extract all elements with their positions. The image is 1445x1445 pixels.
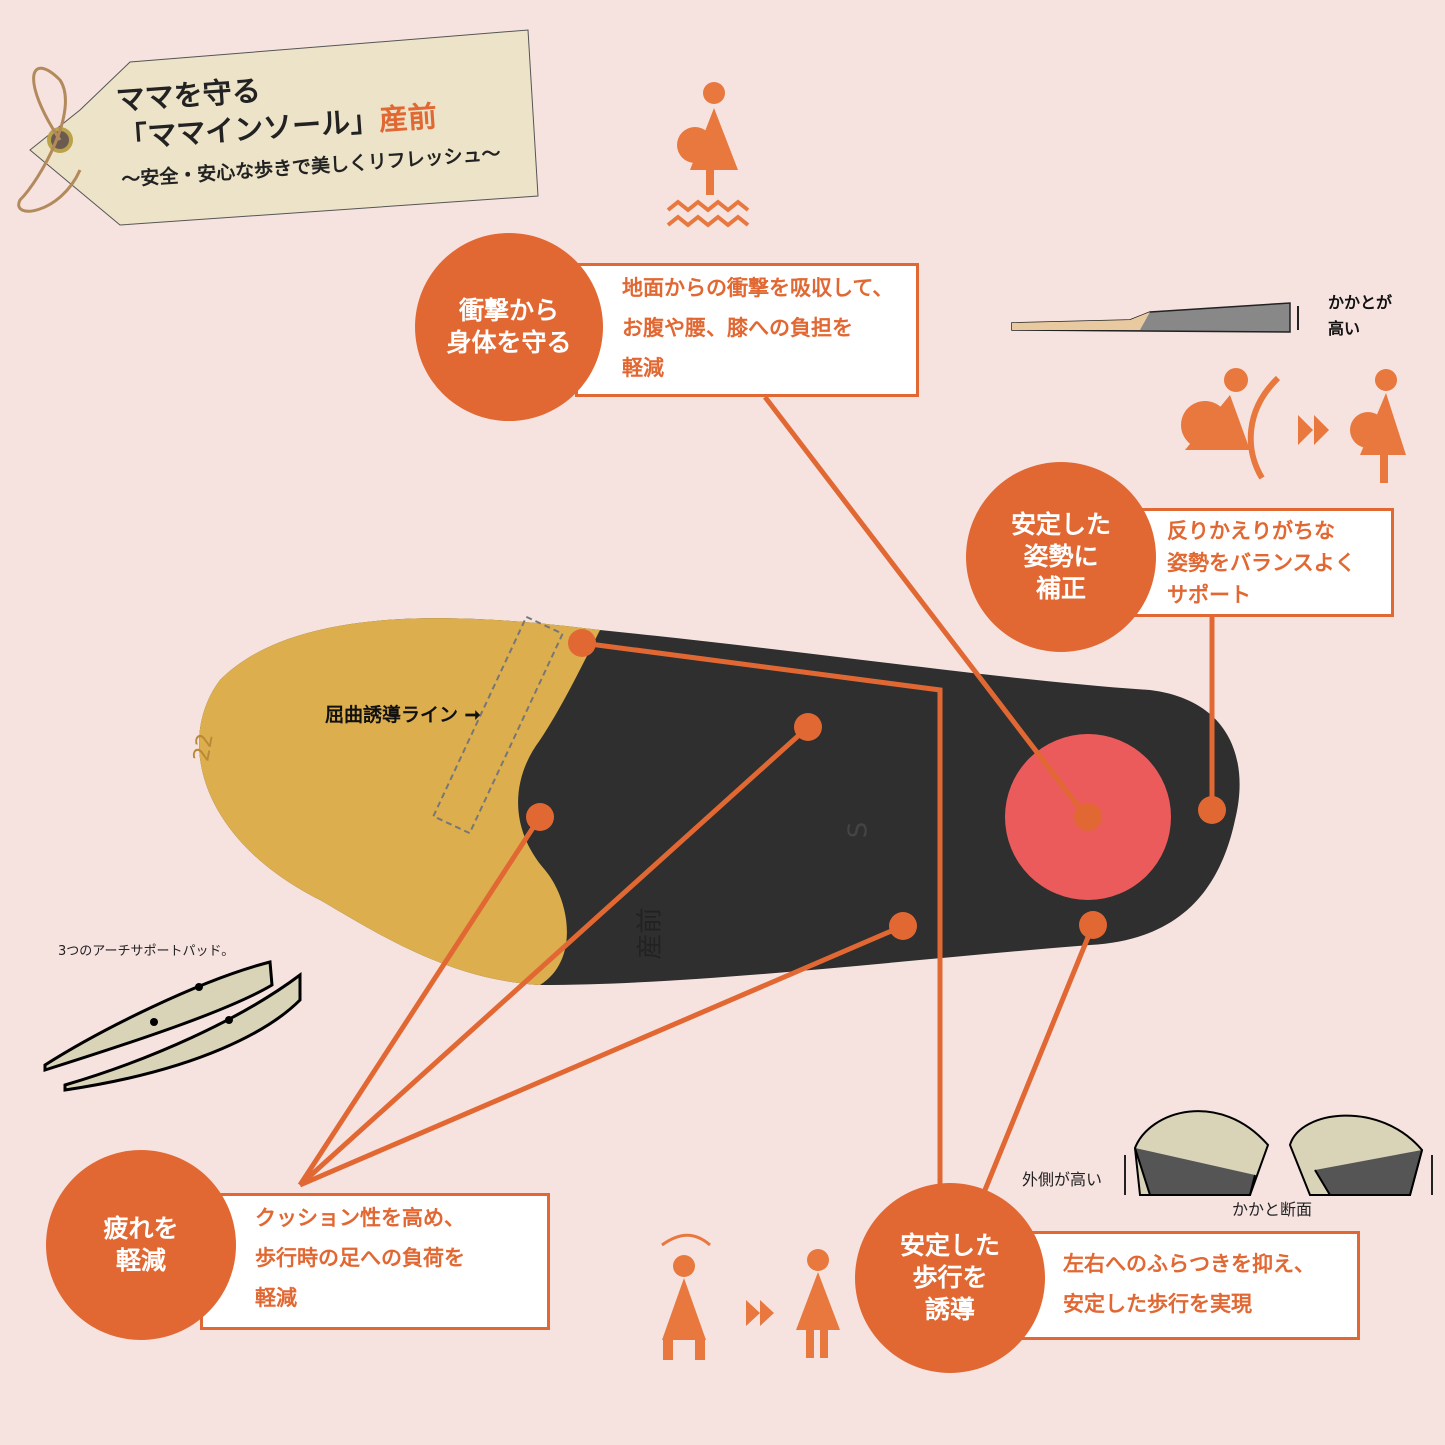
callout-box-posture: 反りかえりがちな 姿勢をバランスよく サポート	[1130, 508, 1394, 617]
leader-lines	[297, 395, 1215, 1191]
product-tag	[17, 29, 539, 226]
callout-circle-impact: 衝撃から 身体を守る	[415, 233, 603, 421]
flex-line-label: 屈曲誘導ライン ➞	[325, 704, 481, 726]
pregnant-figure-icon	[666, 82, 750, 228]
callout-box-fatigue: クッション性を高め、 歩行時の足への負荷を 軽減	[200, 1193, 550, 1330]
insole-size: S	[843, 821, 874, 839]
arch-pads-label: 3つのアーチサポートパッド。	[58, 944, 235, 959]
marker-dots	[526, 629, 1226, 940]
heel-cross-section-diagram	[1124, 1110, 1433, 1196]
callout-box-impact: 地面からの衝撃を吸収して、 お腹や腰、膝への負担を 軽減	[575, 263, 919, 397]
posture-correction-icon	[1181, 368, 1406, 483]
walking-stability-icon	[661, 1233, 840, 1360]
callout-circle-walking: 安定した 歩行を 誘導	[855, 1183, 1045, 1373]
callout-box-walking: 左右へのふらつきを抑え、 安定した歩行を実現	[1020, 1231, 1360, 1340]
heel-height-icon	[1011, 302, 1299, 333]
callout-circle-posture: 安定した 姿勢に 補正	[966, 462, 1156, 652]
insole-mark: 産前	[635, 907, 666, 960]
heel-section-label: かかと断面	[1232, 1200, 1313, 1219]
tag-accent: 産前	[377, 99, 439, 138]
outer-high-label: 外側が高い	[1022, 1170, 1103, 1189]
size-mark: 22	[189, 731, 219, 764]
callout-circle-fatigue: 疲れを 軽減	[46, 1150, 236, 1340]
heel-high-label: かかとが 高い	[1328, 293, 1393, 338]
arch-support-diagram	[43, 960, 302, 1092]
